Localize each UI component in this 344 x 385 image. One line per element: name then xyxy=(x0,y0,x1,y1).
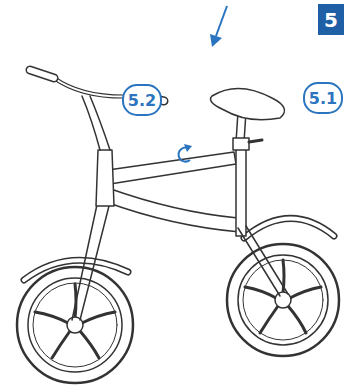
rear-fender xyxy=(244,218,334,238)
front-spokes xyxy=(35,284,115,358)
head-tube xyxy=(96,150,114,206)
rear-fender-fill xyxy=(244,218,334,238)
node-text: 5.2 xyxy=(128,91,156,110)
left-grip xyxy=(30,70,54,78)
step-number: 5 xyxy=(318,4,344,35)
front-rim xyxy=(28,278,122,372)
seat-clamp xyxy=(233,138,249,150)
push-arrow-head xyxy=(210,34,222,47)
chain-stay xyxy=(238,226,288,296)
front-fork xyxy=(72,200,110,320)
seat-tube xyxy=(236,140,246,236)
front-fender-fill xyxy=(24,260,128,280)
handlebar-stem xyxy=(82,96,110,150)
rear-spokes xyxy=(245,260,321,333)
rear-rim xyxy=(238,255,328,345)
rear-tire xyxy=(227,244,339,356)
bike-drawing xyxy=(17,70,339,383)
left-grip-fill xyxy=(30,70,54,78)
callout-number: 5.2 xyxy=(122,84,162,116)
node-text: 5 xyxy=(324,8,338,32)
node-text: 5.1 xyxy=(309,89,337,108)
callout-number: 5.1 xyxy=(303,82,343,114)
saddle xyxy=(211,88,285,119)
rotation-arrow-head xyxy=(184,144,192,152)
push-arrow xyxy=(216,6,227,36)
down-tube xyxy=(106,188,240,232)
clamp-lever xyxy=(249,140,262,142)
front-tire xyxy=(17,267,133,383)
front-fender xyxy=(24,260,128,280)
rear-rim-inner xyxy=(243,260,323,340)
top-tube xyxy=(108,152,236,184)
front-rim-inner xyxy=(33,283,117,367)
